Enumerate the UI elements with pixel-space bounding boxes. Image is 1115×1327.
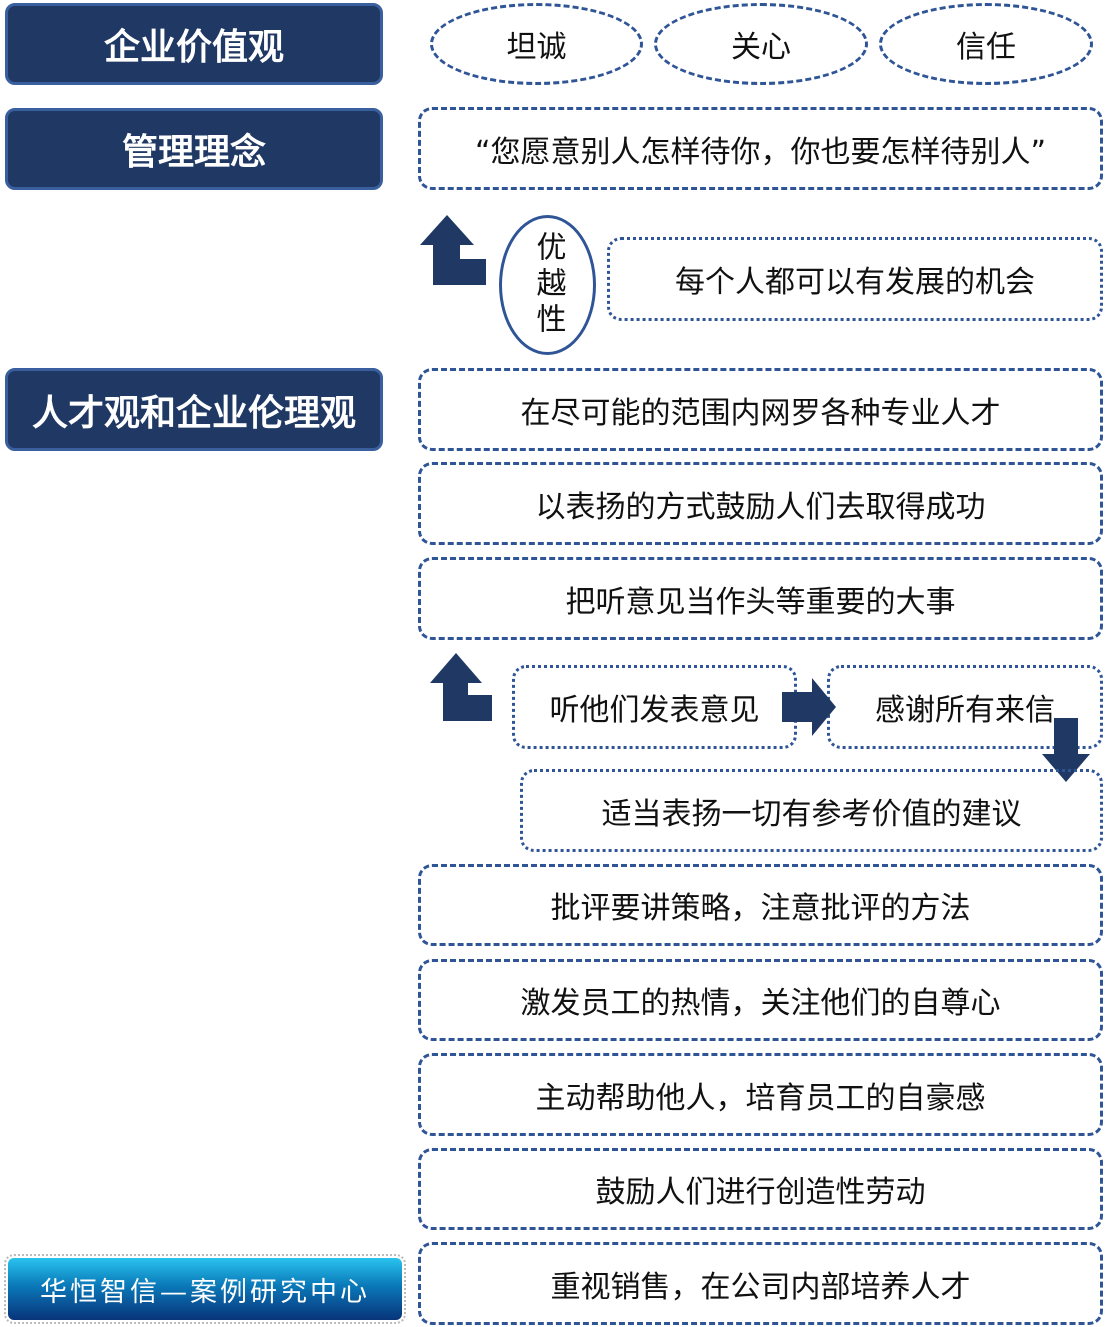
down-arrow-icon	[1042, 718, 1090, 782]
principle-row: 主动帮助他人，培育员工的自豪感	[418, 1053, 1103, 1136]
principle-row: 批评要讲策略，注意批评的方法	[418, 864, 1103, 946]
value-honesty: 坦诚	[430, 3, 643, 85]
principle-row: 重视销售，在公司内部培养人才	[418, 1242, 1103, 1325]
principle-row: 把听意见当作头等重要的大事	[418, 557, 1103, 640]
value-trust: 信任	[879, 3, 1093, 85]
listen-box: 听他们发表意见	[512, 665, 797, 749]
case-center-logo: 华恒智信—案例研究中心	[4, 1254, 406, 1324]
opportunity-box: 每个人都可以有发展的机会	[607, 237, 1103, 321]
label-corporate-values: 企业价值观	[5, 3, 383, 85]
principle-row: 鼓励人们进行创造性劳动	[418, 1148, 1103, 1230]
principle-row: 以表扬的方式鼓励人们去取得成功	[418, 462, 1103, 545]
superiority-ellipse: 优越性	[499, 215, 596, 355]
principle-row: 在尽可能的范围内网罗各种专业人才	[418, 368, 1103, 451]
praise-box: 适当表扬一切有参考价值的建议	[520, 769, 1103, 852]
up-turn-arrow-icon	[430, 653, 492, 721]
right-arrow-icon	[782, 678, 836, 736]
value-care: 关心	[654, 3, 868, 85]
up-turn-arrow-icon	[420, 215, 486, 285]
label-talent-ethics: 人才观和企业伦理观	[5, 368, 383, 451]
principle-row: 激发员工的热情，关注他们的自尊心	[418, 959, 1103, 1041]
label-management-philosophy: 管理理念	[5, 108, 383, 190]
golden-rule-quote: “您愿意别人怎样待你，你也要怎样待别人”	[418, 107, 1103, 190]
